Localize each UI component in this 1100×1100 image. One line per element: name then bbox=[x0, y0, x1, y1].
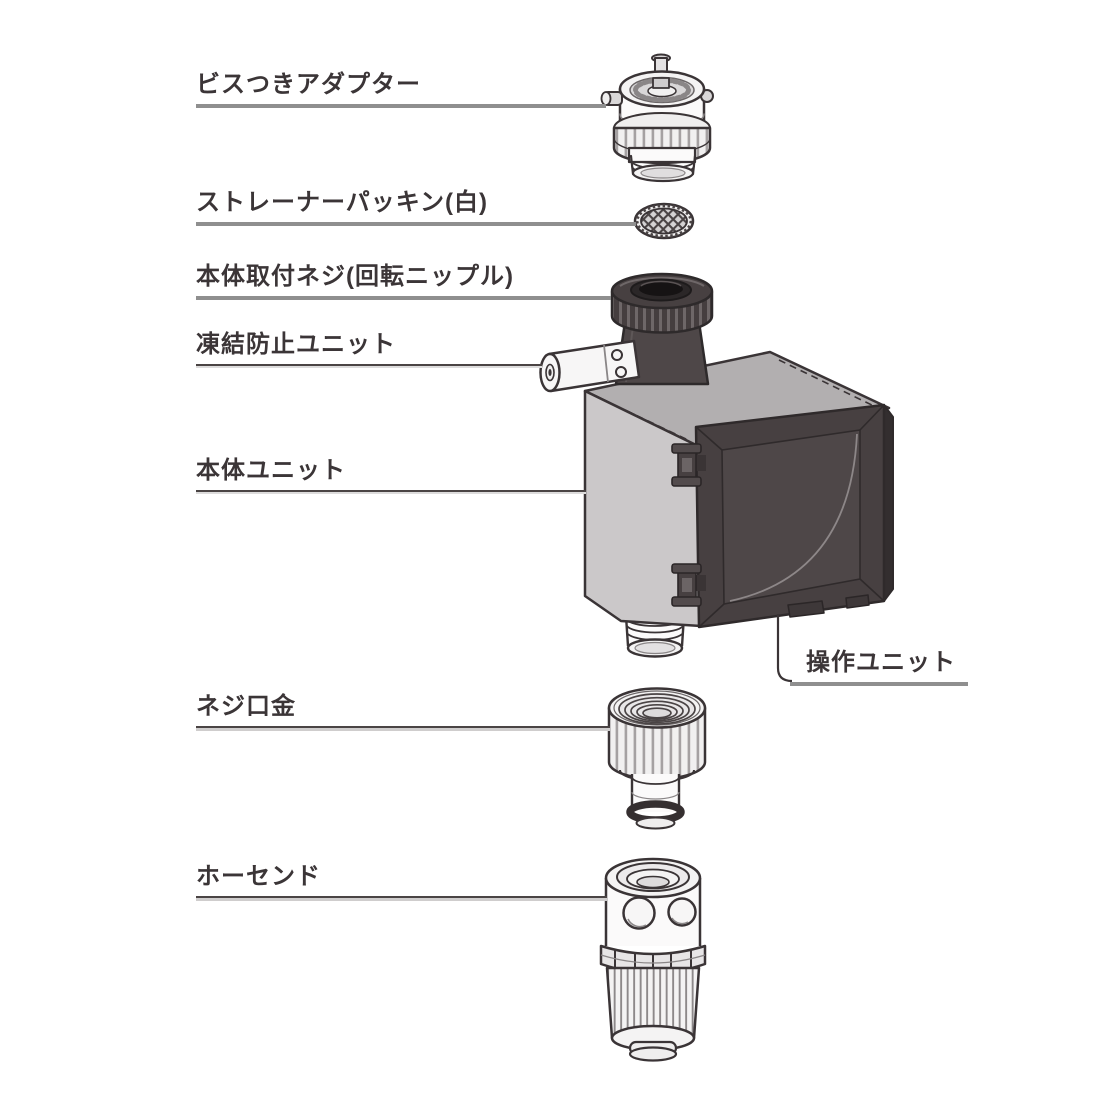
latch-upper bbox=[671, 443, 706, 487]
label-mounting-screw: 本体取付ネジ(回転ニップル) bbox=[196, 262, 611, 300]
label-control-unit: 操作ユニット bbox=[790, 648, 968, 686]
label-screw-fitting-text: ネジ口金 bbox=[196, 693, 296, 720]
label-strainer-packing-line bbox=[196, 222, 636, 226]
label-mounting-screw-line bbox=[196, 296, 611, 300]
label-screw-fitting-line bbox=[196, 726, 610, 731]
label-strainer-packing: ストレーナーパッキン(白) bbox=[196, 188, 636, 226]
screw-fitting-drawing bbox=[607, 687, 707, 830]
freeze-prevention-drawing bbox=[539, 339, 641, 393]
label-adapter-text: ビスつきアダプター bbox=[196, 71, 421, 98]
label-hose-end-line bbox=[196, 896, 607, 901]
label-main-unit-line bbox=[196, 490, 586, 494]
hose-end-drawing bbox=[599, 857, 707, 1062]
label-control-unit-line bbox=[790, 682, 968, 686]
label-freeze-prevention: 凍結防止ユニット bbox=[196, 330, 542, 368]
mounting-screw-drawing bbox=[610, 272, 714, 386]
control-unit-leader-line bbox=[776, 614, 793, 683]
label-hose-end-text: ホーセンド bbox=[196, 863, 321, 890]
latch-clips bbox=[671, 443, 706, 607]
label-screw-fitting: ネジ口金 bbox=[196, 692, 610, 731]
label-main-unit-text: 本体ユニット bbox=[196, 457, 346, 484]
label-mounting-screw-text: 本体取付ネジ(回転ニップル) bbox=[196, 263, 514, 290]
label-strainer-packing-text: ストレーナーパッキン(白) bbox=[196, 189, 489, 216]
adapter-drawing bbox=[600, 53, 714, 183]
label-main-unit: 本体ユニット bbox=[196, 456, 586, 494]
label-hose-end: ホーセンド bbox=[196, 862, 607, 901]
control-unit-drawing bbox=[694, 403, 894, 629]
strainer-packing-drawing bbox=[633, 202, 695, 240]
label-freeze-prevention-text: 凍結防止ユニット bbox=[196, 331, 396, 358]
label-control-unit-text: 操作ユニット bbox=[806, 649, 956, 676]
latch-lower bbox=[671, 563, 706, 607]
label-adapter-line bbox=[196, 104, 606, 108]
label-adapter: ビスつきアダプター bbox=[196, 70, 606, 108]
label-freeze-prevention-line bbox=[196, 364, 542, 368]
